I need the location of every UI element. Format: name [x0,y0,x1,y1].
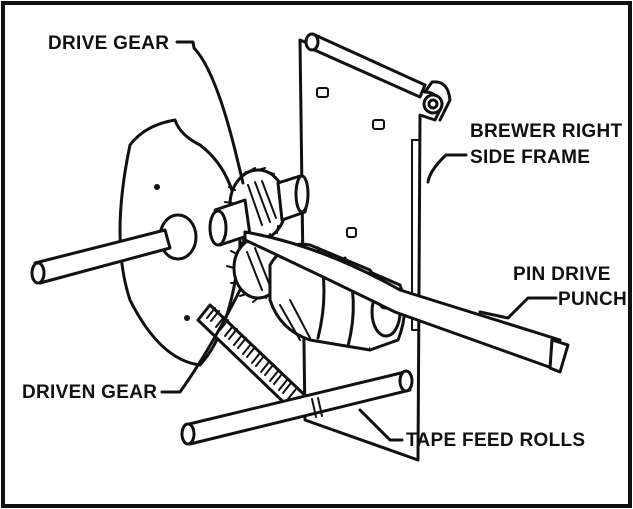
drive-gear-part [208,167,310,247]
worm-screw-part [196,303,314,418]
label-brewer-line-2: SIDE FRAME [470,147,590,168]
label-tape-feed-rolls: TAPE FEED ROLLS [406,430,585,451]
label-pin-drive-line-1: PIN DRIVE [513,264,611,285]
pin-drive-punch-part [243,230,570,374]
lower-shaft [180,369,414,446]
main-shaft [30,228,172,285]
side-frame [298,32,452,462]
label-drive-gear: DRIVE GEAR [48,33,169,54]
leader-lines [160,40,558,442]
label-driven-gear: DRIVEN GEAR [22,382,157,403]
label-brewer-line-1: BREWER RIGHT [470,121,623,142]
label-pin-drive-line-2: PUNCH [558,289,627,310]
